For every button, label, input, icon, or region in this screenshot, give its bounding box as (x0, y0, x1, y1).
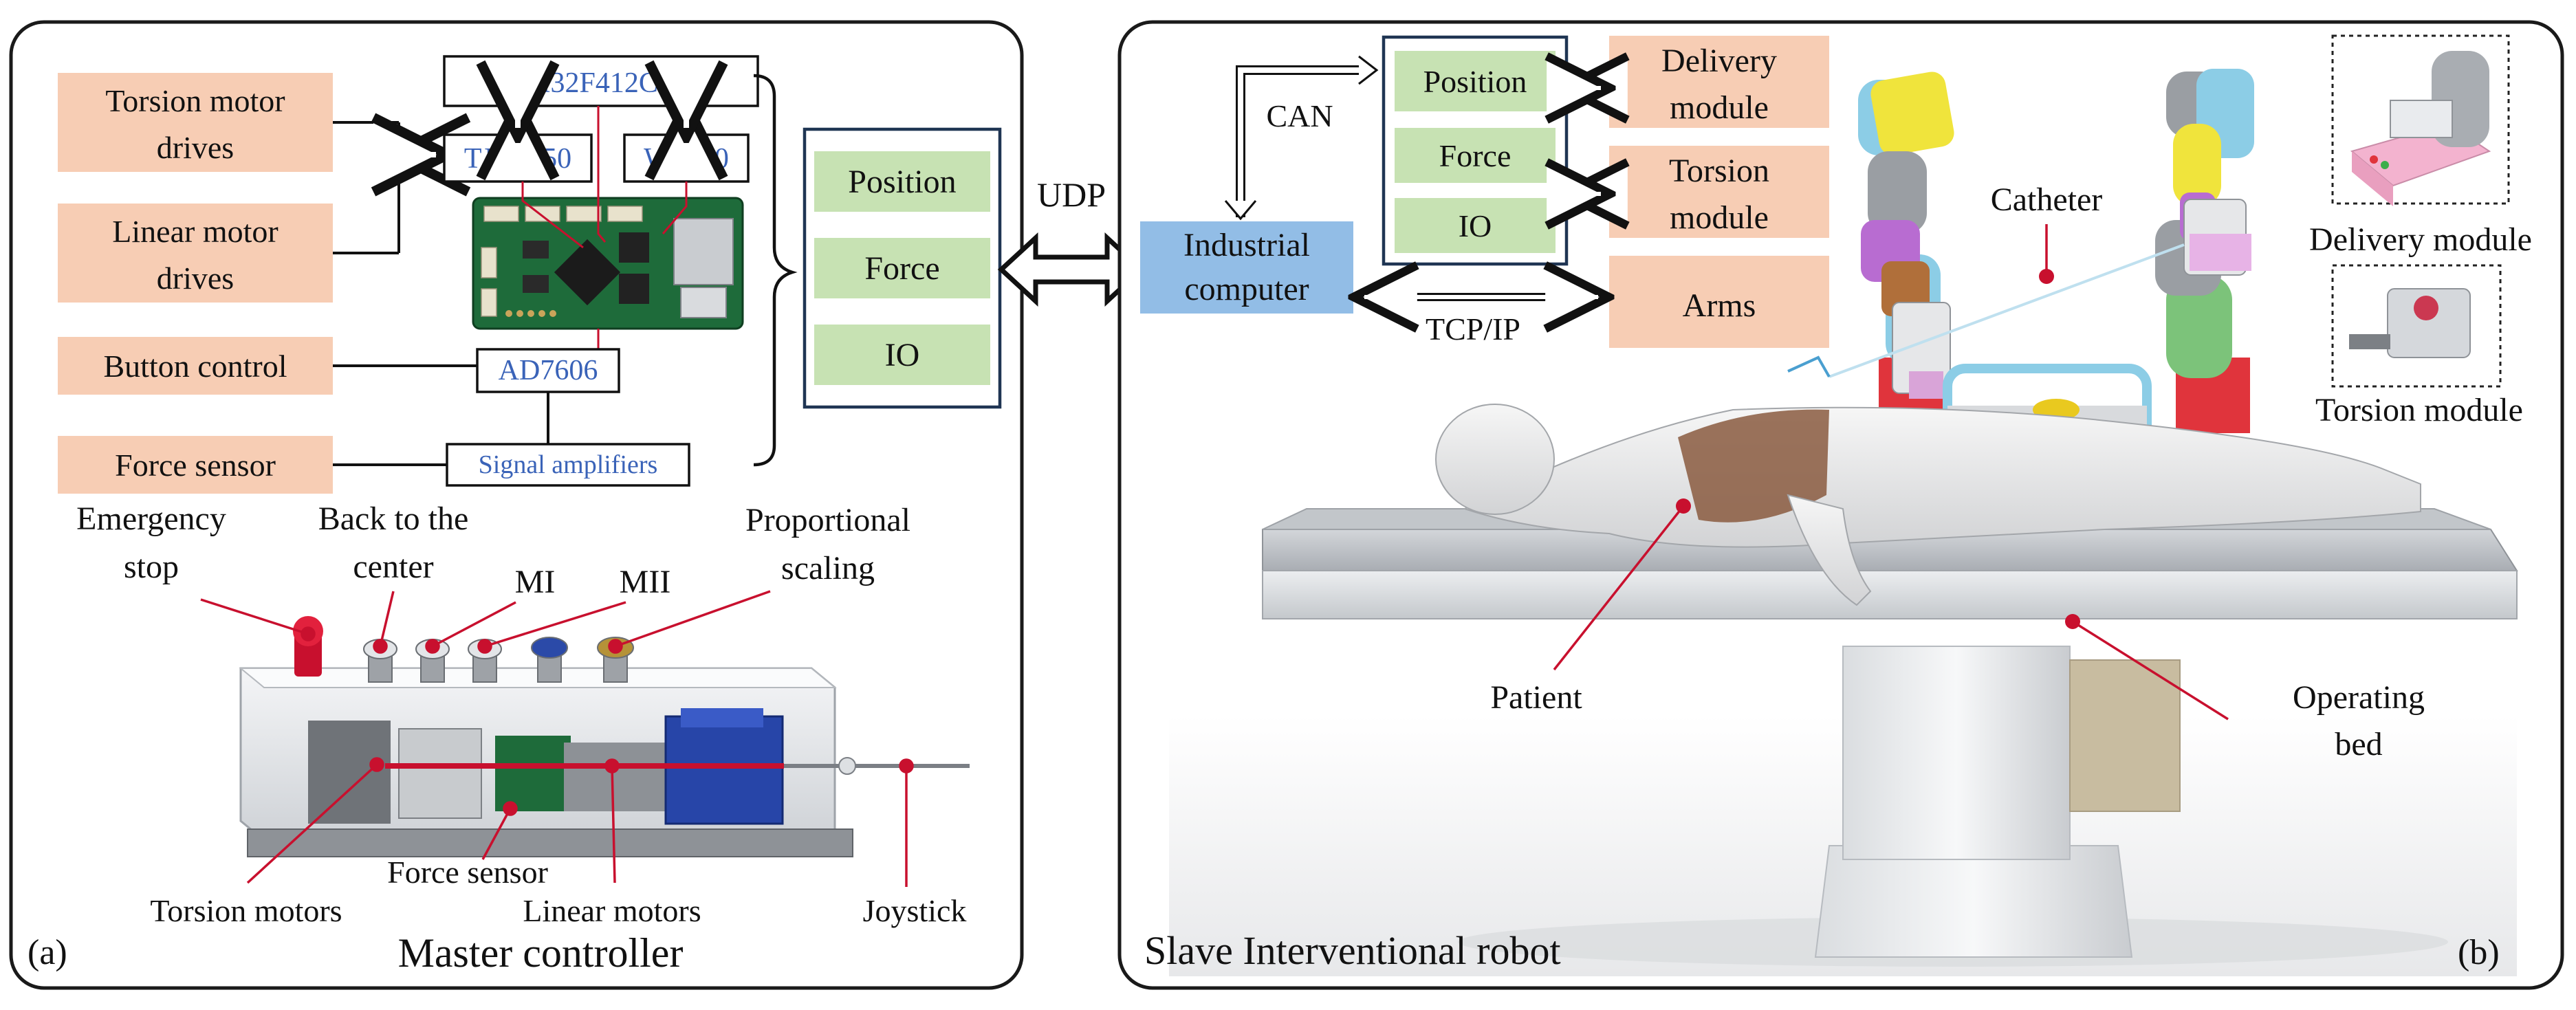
torsion-drives-line2: drives (157, 130, 234, 165)
master-pointers (200, 590, 914, 887)
catheter-pointer-dot (2039, 269, 2054, 284)
master-position-label: Position (848, 164, 956, 200)
delivery-module-line2: module (1670, 89, 1769, 126)
udp-link: UDP (997, 175, 1146, 307)
torsion-module-block (1609, 146, 1829, 238)
panel-b: Industrial computer CAN Position Force I… (1117, 20, 2564, 990)
right-robot-arm (2155, 69, 2254, 433)
eth-chip-label: W5500 (644, 143, 729, 175)
catheter (1787, 243, 2185, 378)
master-controller-illustration (239, 616, 970, 857)
torsion-motor-drives-block (58, 73, 333, 172)
torsion-module-line2: module (1670, 199, 1769, 236)
emergency-stop-line2: stop (124, 549, 179, 585)
master-position-block (814, 151, 990, 212)
delivery-module-line1: Delivery (1661, 43, 1777, 79)
delivery-module-block (1609, 36, 1829, 128)
amp-chip-label: Signal amplifiers (479, 450, 658, 479)
button-control-label: Button control (103, 349, 287, 384)
patient-callout: Patient (1490, 679, 1582, 716)
back-to-center-line1: Back to the (318, 501, 469, 537)
industrial-computer-line2: computer (1184, 271, 1309, 307)
patient-pointer-line (1553, 505, 1685, 671)
panel-b-tag: (b) (2458, 933, 2500, 972)
mcu-chip-label: STM32F412CEU6 (491, 67, 711, 99)
torsion-drives-line1: Torsion motor (105, 83, 285, 118)
panel-b-title: Slave Interventional robot (1144, 928, 1561, 973)
proportional-scaling-line1: Proportional (745, 502, 910, 538)
force-sensor-label: Force sensor (115, 448, 276, 483)
torsion-motors-callout: Torsion motors (150, 893, 342, 928)
slave-io-block (1395, 198, 1556, 253)
bed-callout-line2: bed (2335, 726, 2382, 762)
slave-force-label: Force (1439, 138, 1511, 173)
force-sensor-block (58, 436, 333, 494)
mode-two-label: MII (620, 564, 671, 600)
mode-one-label: MI (515, 564, 556, 600)
torsion-module-render (2349, 288, 2471, 358)
button-control-block (58, 337, 333, 395)
amp-chip-box (446, 443, 690, 487)
delivery-module-callout: Delivery module (2309, 221, 2532, 258)
adc-chip-label: AD7606 (499, 355, 598, 386)
back-to-center-line2: center (353, 549, 433, 585)
torsion-module-line1: Torsion (1669, 153, 1769, 189)
linear-drives-line1: Linear motor (112, 214, 278, 249)
linear-motors-callout: Linear motors (523, 893, 701, 928)
slave-io-label: IO (1459, 208, 1492, 243)
master-force-label: Force (864, 250, 939, 287)
torsion-module-callout: Torsion module (2315, 392, 2523, 428)
can-transceiver-label: TJA1050 (464, 143, 571, 175)
slave-position-label: Position (1423, 64, 1527, 99)
catheter-callout: Catheter (1991, 182, 2103, 218)
can-label: CAN (1266, 98, 1333, 133)
emergency-stop-line1: Emergency (76, 501, 226, 537)
force-sensor-callout: Force sensor (387, 855, 548, 890)
slave-position-block (1395, 51, 1556, 111)
udp-label: UDP (1037, 175, 1106, 214)
arms-block (1609, 256, 1829, 348)
master-io-label: IO (885, 337, 920, 373)
joystick-callout: Joystick (863, 893, 967, 928)
linear-motor-drives-block (58, 204, 333, 303)
proportional-scaling-line2: scaling (781, 550, 875, 586)
master-io-block (814, 325, 990, 385)
linear-drives-line2: drives (157, 261, 234, 296)
arms-label: Arms (1683, 287, 1756, 324)
bed-callout-line1: Operating (2293, 679, 2425, 716)
panel-a-tag: (a) (28, 933, 67, 972)
delivery-module-render (2350, 51, 2491, 206)
industrial-computer-line1: Industrial (1183, 227, 1310, 263)
patient-illustration (1435, 404, 2421, 606)
master-force-block (814, 238, 990, 298)
bed-pointer-line (2072, 620, 2229, 721)
control-pcb (472, 106, 744, 358)
panel-a: Torsion motor drives Linear motor drives… (9, 20, 1024, 990)
grouping-brace (753, 74, 798, 467)
adc-chip-box (476, 348, 620, 393)
panel-a-title: Master controller (398, 930, 684, 976)
can-link (1224, 55, 1379, 221)
industrial-computer-block (1140, 221, 1353, 314)
slave-force-block (1395, 128, 1556, 183)
tcp-label: TCP/IP (1426, 311, 1520, 347)
